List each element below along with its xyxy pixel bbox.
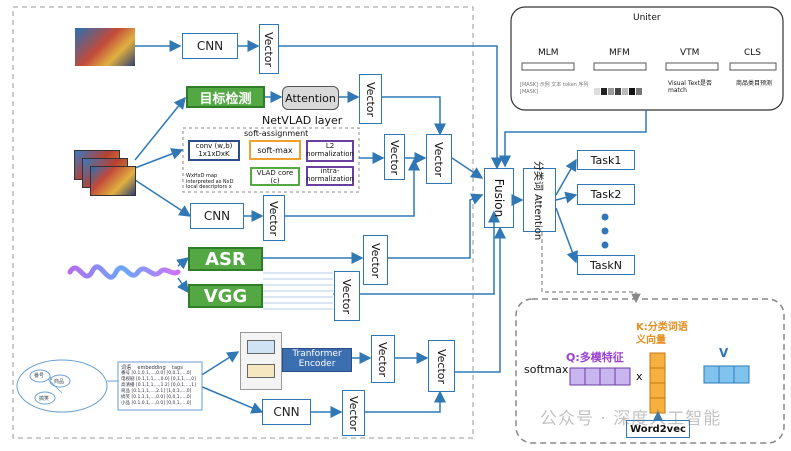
- l2-normalization-box: L2 normalization: [306, 140, 354, 162]
- uniter-box: [510, 6, 784, 111]
- table-header: 词语 embedding tags: [121, 365, 183, 371]
- vgg-box: VGG: [188, 284, 263, 308]
- task-box: Task1: [577, 150, 635, 170]
- vector-box: Vector: [371, 335, 395, 383]
- audio-wave-icon: [67, 264, 181, 280]
- q-matrix: [569, 367, 631, 386]
- cnn-box: CNN: [182, 33, 238, 59]
- vector-box: Vector: [428, 340, 455, 392]
- k-label: K:分类词语义向量: [636, 322, 688, 346]
- watermark: 公众号 · 深度人工智能: [540, 409, 722, 429]
- table-row: 电视剧 [0.1,1,1,...,0.0] [0,1,1,...,0]: [121, 377, 196, 382]
- mlm-label: MLM: [538, 48, 559, 58]
- mlm-desc: [MASK] 示例 文本 token 序列 [MASK]: [520, 82, 589, 95]
- attention-box: Attention: [282, 86, 339, 110]
- video-frame-image: [75, 28, 135, 66]
- class-attention-box: 分类词 Attention: [523, 160, 556, 240]
- vector-box: Vector: [363, 235, 388, 285]
- q-label: Q:多模特征: [566, 351, 624, 364]
- vector-box: Vector: [334, 271, 360, 321]
- embedding-table: [117, 361, 203, 411]
- object-detection-box: 目标检测: [186, 86, 265, 108]
- ellipsis-dot-icon: [601, 241, 609, 249]
- asr-box: ASR: [188, 247, 263, 271]
- softmax-box: soft-max: [249, 140, 301, 160]
- vector-box: Vector: [342, 390, 365, 436]
- soft-assignment-label: soft-assignment: [244, 129, 309, 138]
- task-box: Task2: [577, 184, 635, 205]
- vtm-desc: Visual Text是否match: [668, 80, 712, 95]
- vector-box: Vector: [263, 195, 285, 241]
- mfm-feature-strip: [594, 88, 642, 95]
- multiply-symbol: x: [636, 370, 643, 383]
- vlad-core-box: VLAD core (c): [250, 167, 300, 186]
- ellipsis-dot-icon: [601, 227, 609, 235]
- vector-box: Vector: [384, 134, 405, 180]
- task-box: TaskN: [577, 255, 635, 275]
- netvlad-title: NetVLAD layer: [262, 114, 343, 127]
- encoder-dashed-container: [12, 6, 474, 439]
- vector-box: Vector: [259, 24, 279, 74]
- ellipsis-dot-icon: [601, 213, 609, 221]
- vector-box: Vector: [426, 134, 452, 184]
- fusion-box: Fusion: [484, 168, 514, 228]
- v-label: V: [719, 346, 729, 360]
- intra-normalization-box: intra- normalization: [306, 166, 354, 186]
- uniter-title: Uniter: [633, 13, 661, 23]
- cls-label: CLS: [744, 48, 762, 58]
- attention-detail-box: [515, 298, 785, 444]
- vtm-label: VTM: [680, 48, 700, 58]
- mfm-label: MFM: [609, 48, 630, 58]
- v-vector: [703, 365, 750, 384]
- softmax-label: softmax: [524, 363, 569, 376]
- table-row: 小品 [0.1,0.1,...,0.0] [0,0,1,...,0]: [121, 401, 192, 406]
- graph-node: 番号: [34, 373, 45, 379]
- tag-graph: [16, 359, 108, 413]
- conv-box: conv (w,b) 1x1xDxK: [188, 140, 240, 161]
- audio-class-chart-image: [263, 268, 333, 314]
- transformer-encoder-box: Tranformer Encoder: [282, 348, 352, 372]
- table-row: 搞笑 [0.1,1,1,...,0.0] [0,0,1,...,0]: [121, 395, 192, 400]
- cls-desc: 商品类目预测: [735, 80, 772, 87]
- k-vector: [649, 352, 666, 414]
- table-row: 商品 [0.1,1,1,...,2.1] [1,0,1,...,0]: [121, 389, 192, 394]
- graph-node: 商品: [54, 379, 65, 385]
- cnn-box: CNN: [190, 203, 244, 229]
- table-row: 番号 [0.1,0.1,...,0.0] [0,0,1,...,0]: [121, 371, 192, 376]
- netvlad-input-desc: WxHxD map interpreted as NxD local descr…: [186, 173, 234, 190]
- word2vec-box: Word2vec: [626, 420, 690, 438]
- table-rows: 番号 [0.1,0.1,...,0.0] [0,0,1,...,0] 电视剧 […: [121, 371, 196, 407]
- vector-box: Vector: [359, 74, 382, 124]
- cnn-box: CNN: [262, 399, 311, 425]
- table-row: 高清播 [0.1,1,1,...,1.2] [0,0,1,...,1]: [121, 383, 196, 388]
- graph-node: 搞笑: [39, 396, 50, 402]
